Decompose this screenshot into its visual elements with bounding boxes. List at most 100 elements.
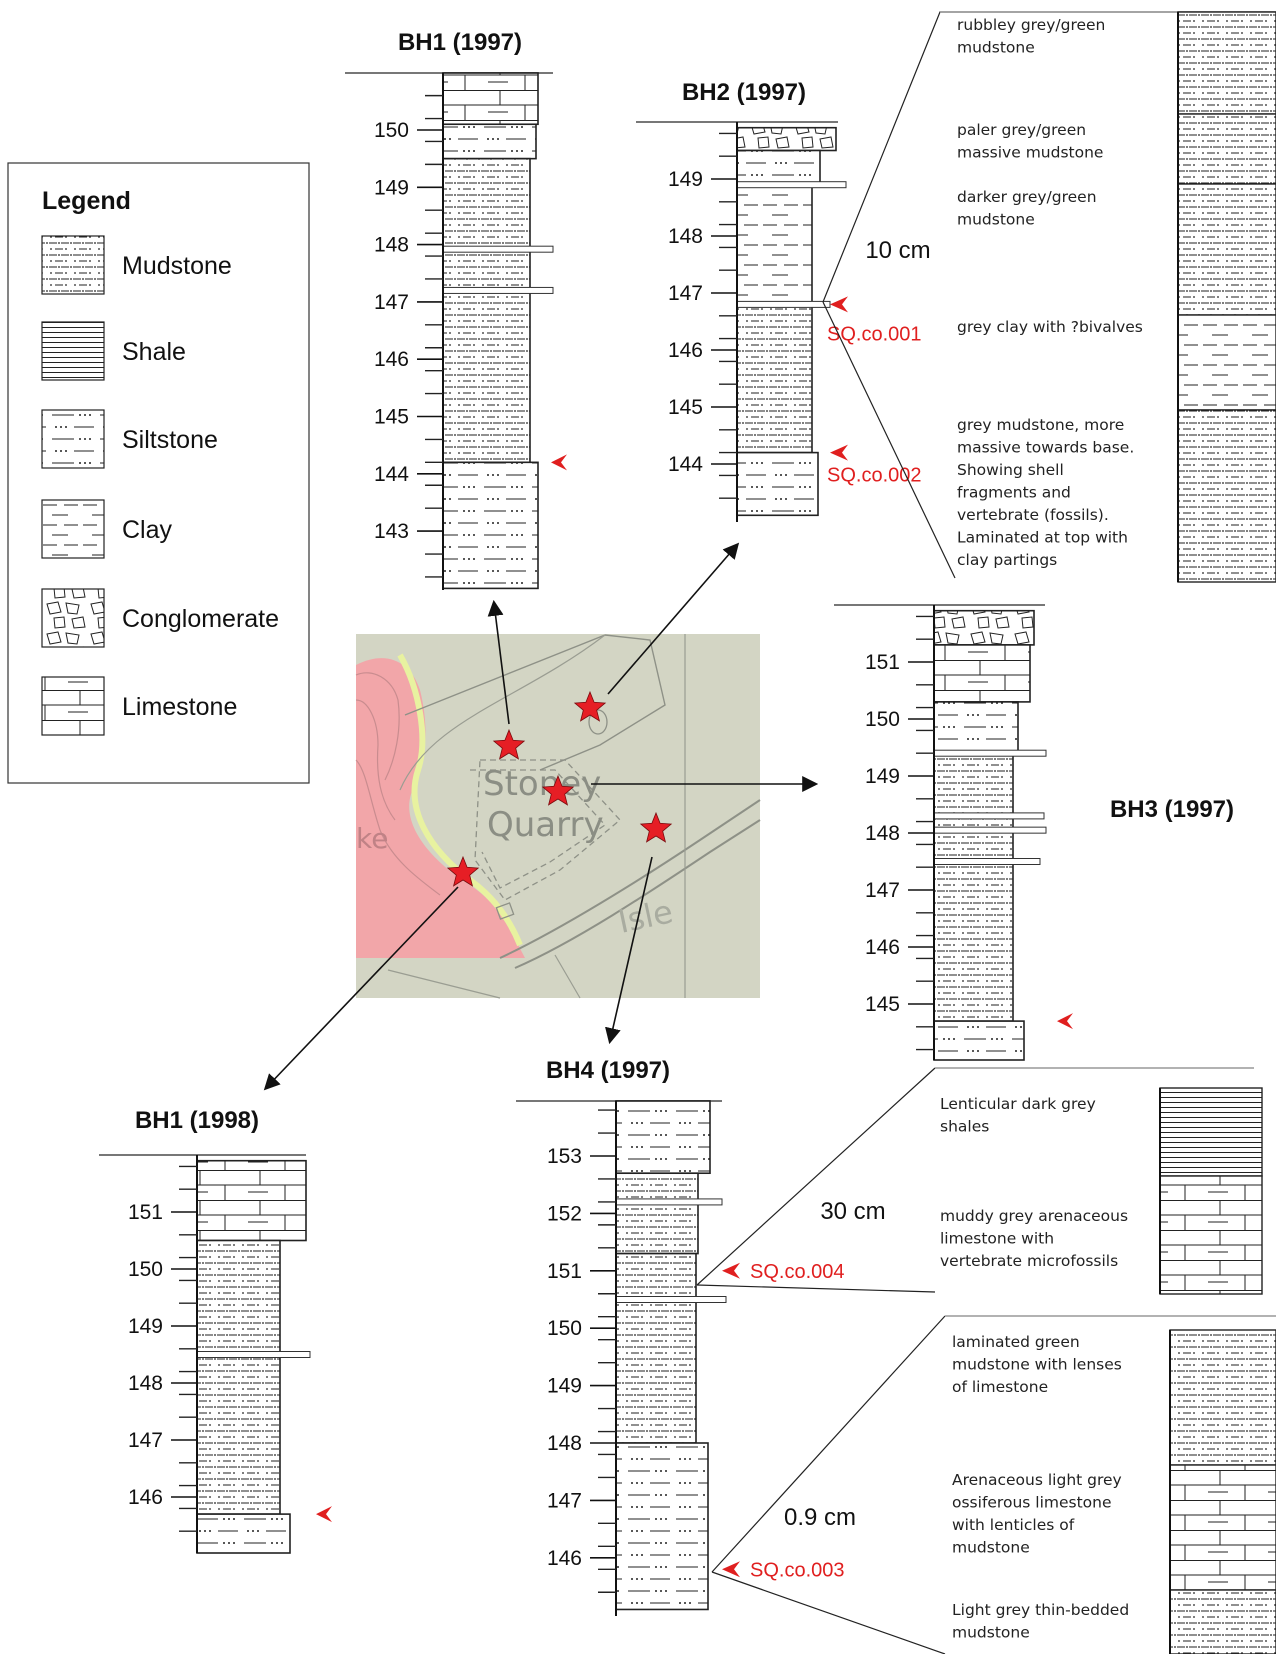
thin-bed — [442, 286, 554, 294]
zoom-line — [822, 301, 956, 579]
thin-bed — [736, 300, 831, 308]
depth-label: 146 — [865, 936, 900, 959]
scale-label: 30 cm — [820, 1198, 885, 1225]
thin-bed — [196, 1351, 311, 1358]
depth-label: 143 — [374, 520, 409, 543]
depth-label: 147 — [668, 282, 703, 305]
detail-bed-clay — [1177, 314, 1276, 411]
detail-bed-mudstone — [1177, 183, 1276, 316]
bed-siltstone — [736, 451, 819, 517]
depth-label: 144 — [668, 453, 703, 476]
bed-siltstone — [615, 1100, 711, 1175]
bed-conglomerate — [736, 126, 837, 152]
legend-label-shale: Shale — [122, 338, 186, 366]
bed-siltstone — [442, 461, 539, 590]
bed-mudstone — [933, 752, 1014, 1022]
sample-label: SQ.co.004 — [750, 1261, 845, 1283]
depth-label: 153 — [547, 1145, 582, 1168]
arrow-to-bh1-1998 — [263, 886, 459, 1091]
depth-label: 150 — [374, 119, 409, 142]
zoom-line — [696, 1067, 936, 1286]
depth-label: 149 — [865, 765, 900, 788]
depth-label: 147 — [547, 1489, 582, 1512]
siltstone-swatch — [41, 409, 105, 469]
borehole-star-3 — [541, 774, 575, 806]
unit-description: muddy grey arenaceous — [940, 1207, 1128, 1225]
detail-bed-mudstone — [1169, 1329, 1276, 1466]
depth-label: 151 — [128, 1201, 163, 1224]
site-map: Stoney Quarry ke Isle — [355, 634, 761, 999]
unit-description: mudstone — [957, 39, 1035, 57]
borehole-star-5 — [446, 855, 480, 887]
thin-bed — [615, 1198, 723, 1206]
depth-label: 149 — [547, 1375, 582, 1398]
bed-mudstone — [736, 303, 813, 454]
unit-description: massive towards base. — [957, 439, 1134, 457]
bed-siltstone — [933, 1020, 1025, 1061]
borehole-star-1 — [492, 728, 526, 760]
depth-label: 149 — [374, 176, 409, 199]
unit-description: rubbley grey/green — [957, 16, 1105, 34]
thin-bed — [736, 181, 847, 189]
zoom-line — [711, 1571, 946, 1654]
map-label-fragment: ke — [356, 822, 388, 855]
red-marker — [316, 1506, 332, 1523]
depth-label: 146 — [668, 339, 703, 362]
bed-clay — [736, 183, 813, 306]
unit-description: Laminated at top with — [957, 529, 1128, 547]
depth-label: 147 — [128, 1429, 163, 1452]
mudstone-swatch — [41, 235, 105, 295]
depth-label: 150 — [128, 1258, 163, 1281]
legend-label-clay: Clay — [122, 516, 173, 544]
detail-bed-mudstone — [1177, 113, 1276, 185]
bed-mudstone — [442, 157, 531, 252]
unit-description: laminated green — [952, 1333, 1080, 1351]
scale-label: 10 cm — [865, 237, 930, 264]
depth-label: 148 — [374, 234, 409, 257]
bed-siltstone — [933, 701, 1019, 755]
unit-description: mudstone — [952, 1539, 1030, 1557]
sample-arrow — [722, 1262, 740, 1279]
depth-label: 150 — [547, 1317, 582, 1340]
bed-limestone — [442, 72, 539, 126]
depth-label: 150 — [865, 708, 900, 731]
bed-siltstone — [615, 1442, 709, 1611]
depth-label: 145 — [374, 406, 409, 429]
thin-bed — [933, 858, 1041, 865]
depth-label: 151 — [865, 651, 900, 674]
bed-mudstone — [196, 1239, 281, 1515]
zoom-line — [696, 1284, 936, 1293]
depth-label: 146 — [128, 1486, 163, 1509]
depth-label: 145 — [668, 396, 703, 419]
legend-label-limestone: Limestone — [122, 693, 237, 721]
unit-description: limestone with — [940, 1230, 1054, 1248]
map-arrows — [263, 542, 819, 1091]
bed-mudstone — [615, 1252, 697, 1444]
detail-bed-limestone — [1169, 1464, 1276, 1591]
shale-swatch — [41, 321, 105, 381]
unit-description: grey clay with ?bivalves — [957, 318, 1143, 336]
unit-description: darker grey/green — [957, 188, 1097, 206]
depth-label: 148 — [547, 1432, 582, 1455]
unit-description: with lenticles of — [952, 1516, 1075, 1534]
depth-label: 145 — [865, 993, 900, 1016]
thin-bed — [933, 826, 1047, 834]
clay-swatch — [41, 499, 105, 559]
unit-description: mudstone — [957, 211, 1035, 229]
unit-description: shales — [940, 1118, 989, 1136]
red-marker — [1057, 1013, 1073, 1030]
limestone-swatch — [41, 676, 105, 736]
bed-siltstone — [442, 123, 537, 160]
log-title: BH1 (1998) — [135, 1107, 259, 1134]
depth-label: 149 — [128, 1315, 163, 1338]
detail-bed-shale — [1159, 1087, 1263, 1177]
log-title: BH2 (1997) — [682, 79, 806, 106]
sample-arrow — [830, 444, 848, 461]
depth-label: 144 — [374, 463, 409, 486]
